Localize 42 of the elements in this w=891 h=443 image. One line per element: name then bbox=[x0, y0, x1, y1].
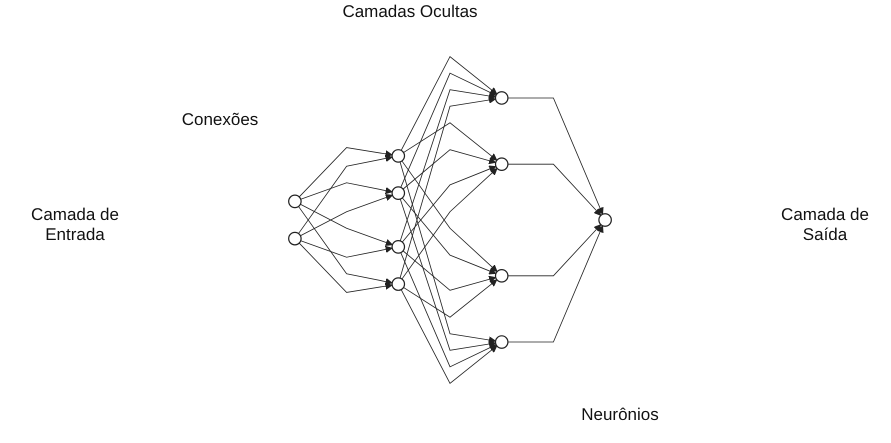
node-circle bbox=[288, 194, 302, 208]
layer-label: Conexões bbox=[180, 110, 260, 130]
layer-label: Camadas Ocultas bbox=[341, 2, 479, 22]
node-circle bbox=[391, 149, 406, 163]
arrow bbox=[402, 166, 496, 243]
layer-label: Neurônios bbox=[580, 405, 660, 426]
arrow bbox=[300, 194, 393, 236]
arrow bbox=[403, 122, 498, 161]
arrow bbox=[508, 225, 604, 342]
arrow bbox=[402, 197, 496, 274]
arrow bbox=[300, 182, 393, 200]
node-circle bbox=[391, 186, 406, 200]
layer-label: Camada de Saída bbox=[780, 205, 870, 246]
node-circle bbox=[494, 157, 509, 171]
node-circle bbox=[494, 269, 509, 283]
arrow bbox=[400, 198, 496, 351]
arrow bbox=[400, 56, 498, 151]
arrow bbox=[298, 147, 392, 198]
arrow bbox=[402, 149, 496, 190]
arrow bbox=[300, 240, 393, 258]
arrow bbox=[298, 242, 392, 293]
node-circle bbox=[391, 277, 406, 291]
arrow bbox=[400, 161, 496, 344]
node-circle bbox=[288, 232, 302, 246]
arrow bbox=[508, 224, 602, 276]
node-circle bbox=[598, 213, 612, 227]
arrow bbox=[298, 154, 393, 234]
arrow bbox=[298, 206, 393, 286]
arrow bbox=[402, 250, 496, 291]
arrow bbox=[300, 204, 393, 246]
node-circle bbox=[494, 335, 509, 349]
node-circle bbox=[391, 240, 406, 254]
arrow bbox=[400, 252, 496, 368]
arrow bbox=[400, 96, 496, 279]
arrow bbox=[403, 279, 498, 318]
arrow bbox=[508, 164, 602, 216]
arrow bbox=[400, 289, 498, 384]
arrow bbox=[400, 72, 496, 188]
node-circle bbox=[494, 91, 509, 105]
arrow bbox=[508, 98, 604, 215]
layer-label: Camada de Entrada bbox=[30, 205, 120, 246]
arrow bbox=[400, 89, 496, 242]
